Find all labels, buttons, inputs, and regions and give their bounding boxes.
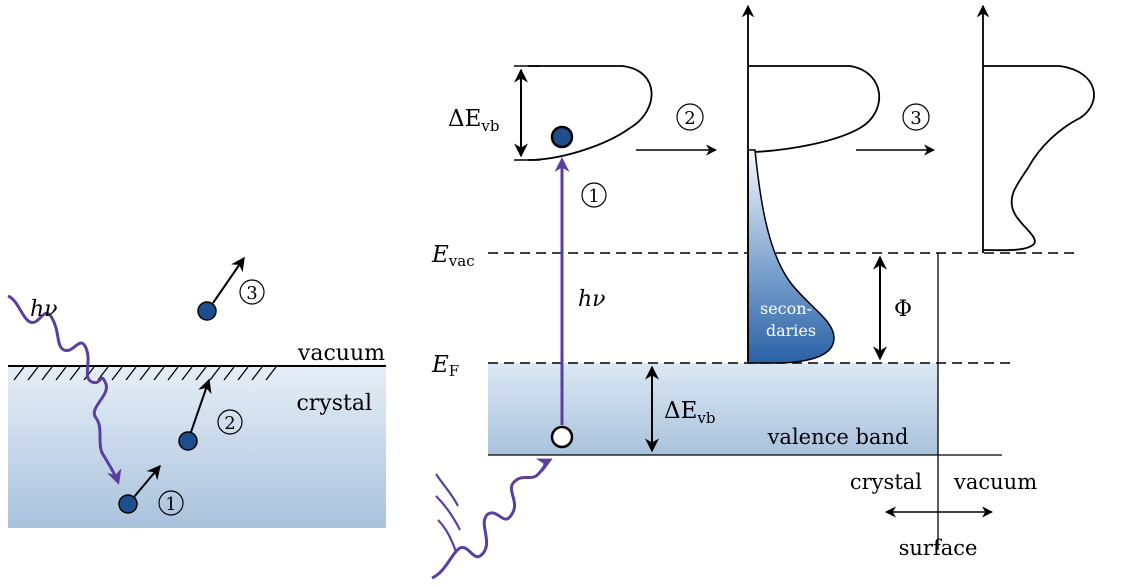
crystal-label: crystal [296, 391, 372, 416]
secondaries-label-line1: secon- [760, 299, 812, 318]
electron-3-arrow [212, 256, 245, 304]
vacuum-level-label: Evac [431, 242, 475, 270]
step-marker-2 [217, 409, 243, 435]
left-panel: vacuum crystal hν 1 2 3 [7, 256, 386, 528]
valence-width-label: ΔEvb [664, 398, 715, 427]
step-marker-1 [158, 490, 184, 516]
secondaries-region [747, 149, 835, 364]
excited-electron [550, 125, 574, 149]
step-marker-3 [239, 279, 265, 305]
step-marker-3-label: 3 [246, 283, 257, 304]
surface-hatching [13, 366, 277, 381]
work-function-label: Φ [894, 297, 912, 322]
step-marker-1-label: 1 [588, 186, 599, 207]
excited-distribution-1 [527, 65, 653, 161]
photon-wave-icon [7, 294, 122, 485]
energy-diagram: valence band EF Evac Φ ΔEvb ΔEvb [431, 4, 1095, 580]
photon-wave-icon [431, 458, 553, 580]
vacuum-label: vacuum [953, 470, 1037, 494]
surface-label: surface [899, 536, 978, 560]
electron-1-arrow [133, 464, 161, 498]
electron-2-arrow [190, 378, 212, 433]
electron-2 [178, 431, 198, 451]
step-marker-2-label: 2 [684, 108, 695, 129]
crystal-region [8, 366, 386, 528]
step-marker-3 [902, 103, 930, 131]
vacuum-label: vacuum [297, 341, 385, 366]
transported-distribution [748, 65, 881, 153]
fermi-level-label: EF [431, 352, 459, 380]
step-marker-2-label: 2 [224, 413, 235, 434]
step-marker-1-label: 1 [165, 494, 176, 515]
step-marker-2 [676, 103, 704, 131]
valence-band-label: valence band [767, 425, 909, 449]
step-marker-1 [581, 182, 607, 208]
excited-width-label: ΔEvb [448, 106, 499, 135]
photon-energy-label: hν [578, 287, 606, 312]
photon-label: hν [30, 297, 58, 322]
photon-wave-icon [435, 473, 461, 553]
step-marker-3-label: 3 [910, 108, 921, 129]
hole [550, 425, 574, 449]
electron-3 [197, 301, 217, 321]
electron-1 [118, 494, 138, 514]
secondaries-label-line2: daries [766, 321, 816, 340]
crystal-label: crystal [850, 470, 922, 494]
escaped-distribution [982, 65, 1095, 252]
